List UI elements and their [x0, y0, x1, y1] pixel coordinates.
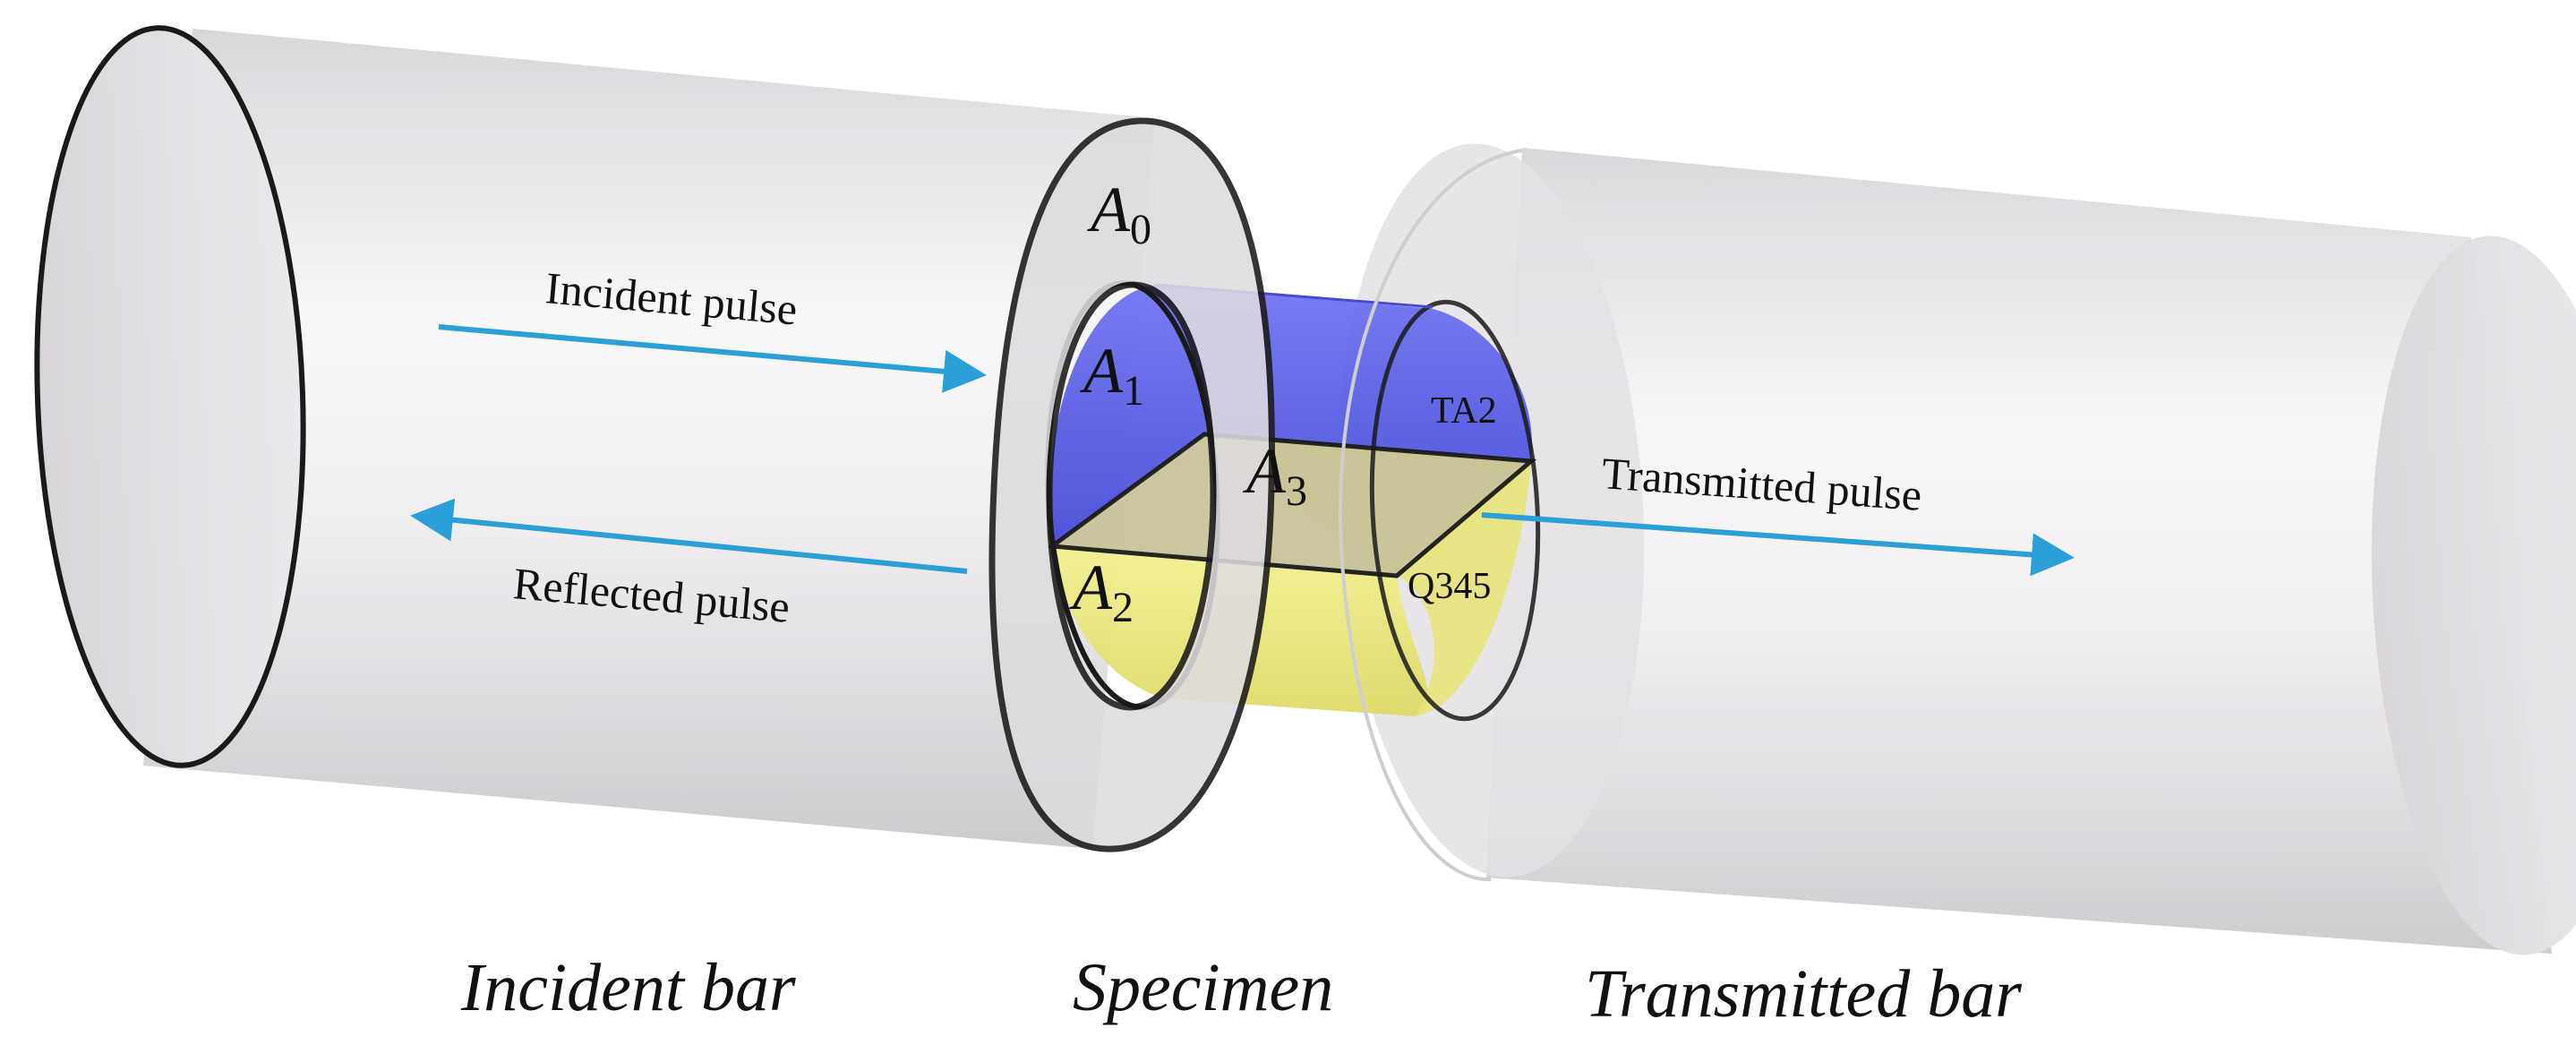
area-a0-label: A0 [1087, 174, 1151, 253]
incident-bar [34, 25, 1155, 849]
transmitted-pulse-arrow [1481, 512, 2075, 577]
area-a1-label: A1 [1080, 335, 1144, 415]
area-a2-label: A2 [1069, 552, 1134, 631]
incident-bar-far-end [34, 25, 306, 768]
transmitted-bar-far-end [2371, 236, 2576, 955]
transmitted-bar-caption: Transmitted bar [1585, 956, 2022, 1032]
area-a3-label: A3 [1243, 435, 1307, 515]
incident-pulse-arrow [438, 324, 987, 393]
incident-bar-end-ring [988, 117, 1275, 852]
specimen [1045, 280, 1541, 722]
specimen-far-end [1369, 299, 1541, 722]
specimen-caption: Specimen [1073, 950, 1333, 1025]
transmitted-bar-body [1486, 148, 2552, 954]
ta2-label: TA2 [1431, 390, 1497, 432]
ta2-layer [1049, 285, 1533, 546]
transmitted-bar-near-edge [1339, 149, 1523, 882]
q345-label: Q345 [1408, 566, 1491, 607]
reflected-pulse-arrow [410, 498, 968, 574]
incident-bar-caption: Incident bar [460, 950, 796, 1025]
incident-bar-body [143, 29, 1155, 849]
